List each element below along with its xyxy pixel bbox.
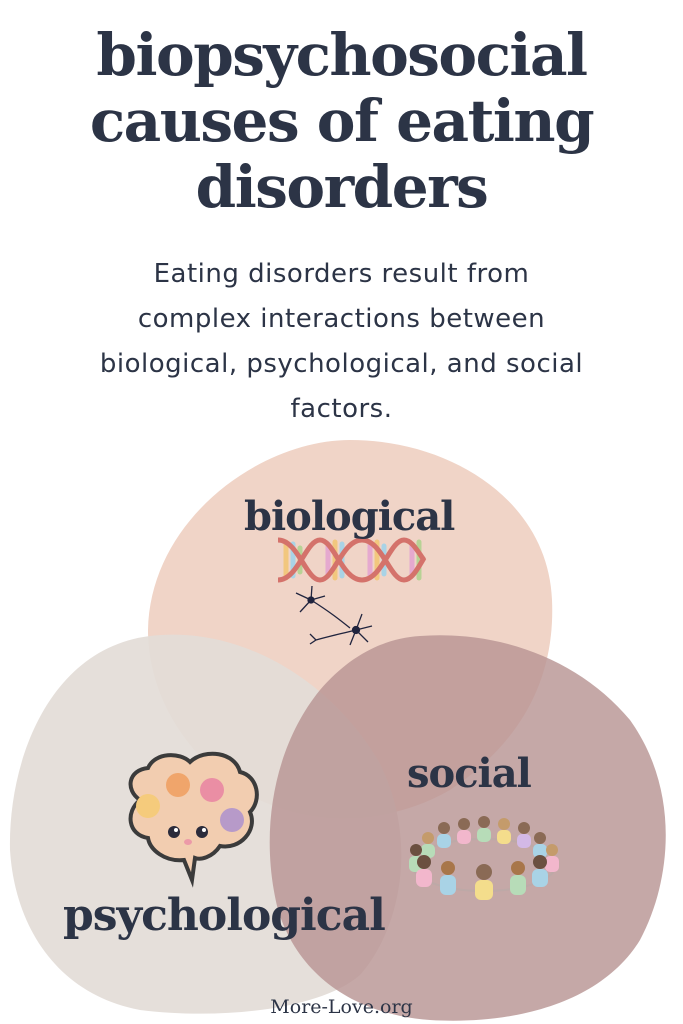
- biological-label: biological: [244, 493, 455, 540]
- cute-brain-icon: [128, 751, 259, 888]
- page-title: biopsychosocial causes of eating disorde…: [0, 22, 683, 220]
- source-credit: More-Love.org: [270, 996, 413, 1018]
- psychological-label: psychological: [63, 890, 386, 941]
- people-circle-icon: [409, 816, 559, 900]
- subtitle-line-3: biological, psychological, and social: [99, 349, 584, 379]
- title-line-1: biopsychosocial: [96, 21, 588, 89]
- subtitle: Eating disorders result from complex int…: [20, 252, 663, 432]
- subtitle-line-2: complex interactions between: [137, 304, 546, 334]
- neuron-icon: [295, 585, 373, 646]
- dna-icon: [277, 537, 427, 583]
- social-label: social: [407, 750, 532, 797]
- title-line-2: causes of eating: [89, 87, 595, 155]
- subtitle-line-1: Eating disorders result from: [153, 259, 530, 289]
- title-line-3: disorders: [195, 153, 489, 221]
- subtitle-line-4: factors.: [290, 394, 393, 424]
